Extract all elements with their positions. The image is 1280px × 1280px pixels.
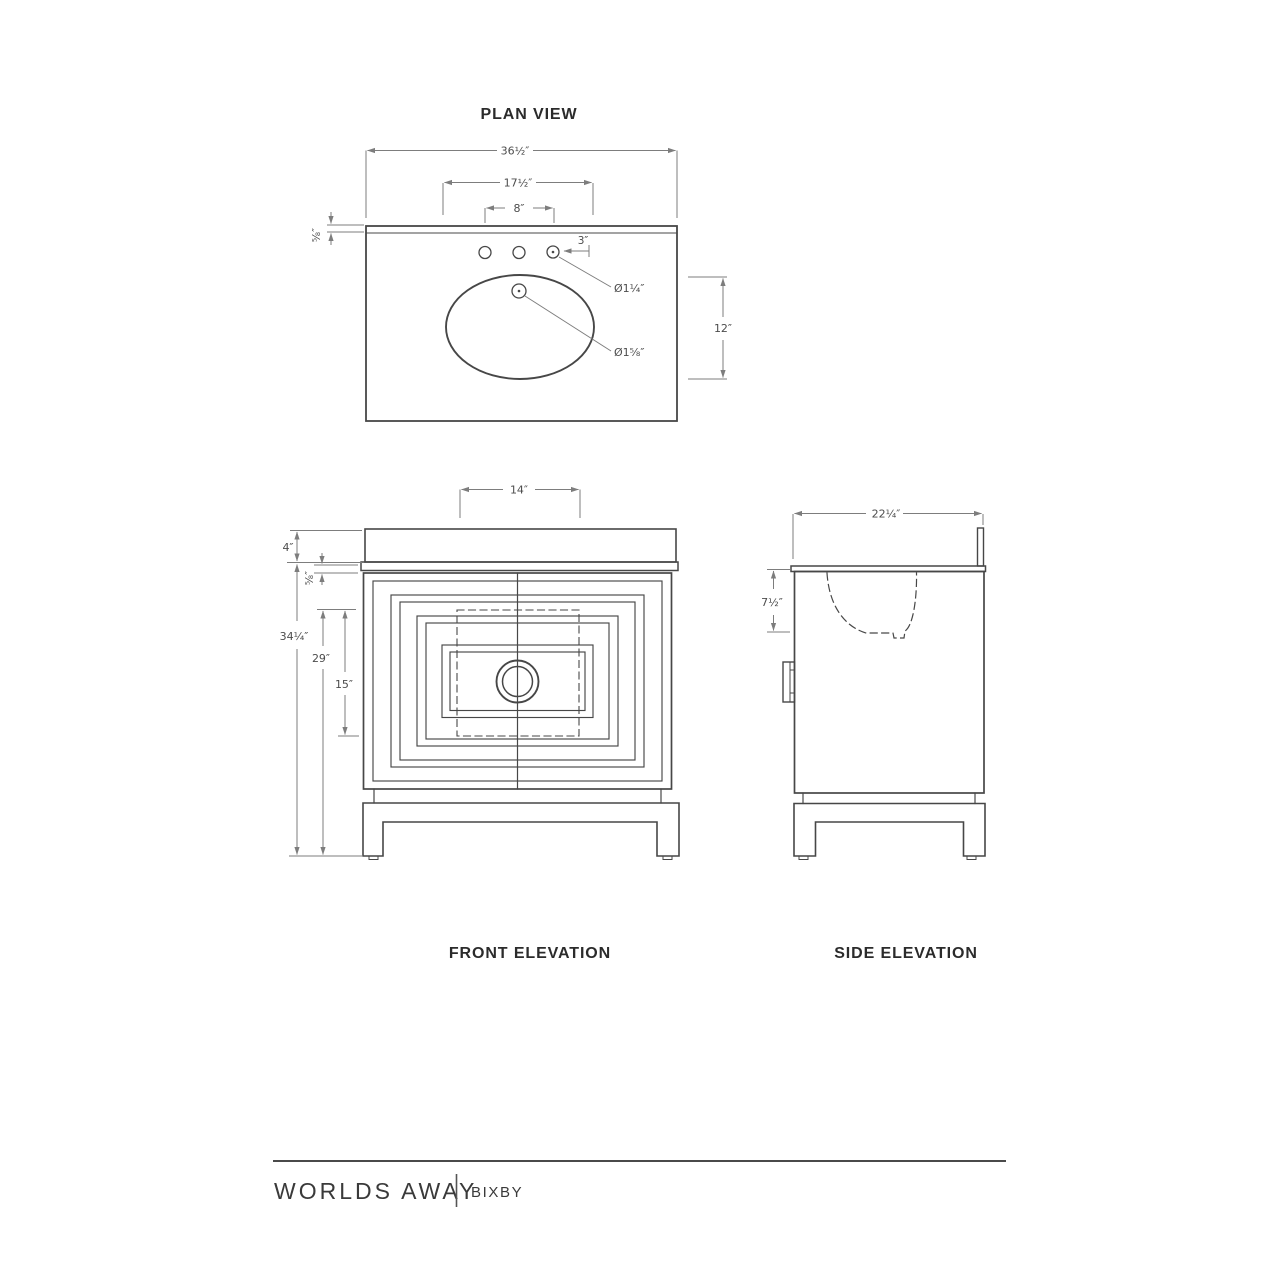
dimension-label: 34¼″	[280, 630, 309, 643]
product-name: BIXBY	[471, 1184, 523, 1201]
knob-side-outer	[782, 661, 796, 703]
hidden-sink-bowl	[826, 572, 918, 639]
base-frame	[362, 802, 680, 857]
drain-hole-center-dot	[517, 289, 521, 293]
dim-faucet-centers-span: 17½″	[442, 177, 594, 215]
dimension-label: Ø1¼″	[614, 282, 644, 295]
front-elevation-title: FRONT ELEVATION	[449, 945, 611, 962]
dimension-label: 4″	[282, 541, 293, 554]
leg-foot	[662, 855, 673, 860]
title-block: WORLDS AWAY BIXBY	[273, 1160, 1006, 1207]
side-backsplash-profile	[976, 527, 985, 567]
base-frame	[793, 802, 986, 857]
dim-overall-depth: 22¼″	[792, 508, 984, 559]
dimension-label: 7½″	[761, 596, 783, 609]
side-elevation: SIDE ELEVATION 22¼″ 7½″	[761, 508, 987, 962]
front-backsplash	[364, 528, 677, 563]
dimension-label: 29″	[312, 652, 330, 665]
dim-cutout-width: 14″	[459, 484, 581, 518]
dim-backsplash-thickness: ⅝″	[311, 212, 364, 245]
dim-panel-height: 15″	[335, 610, 359, 737]
leader-line	[558, 256, 612, 288]
dimension-label: 36½″	[501, 145, 530, 158]
faucet-hole-left	[478, 245, 492, 260]
door-knob-outer	[495, 659, 540, 704]
drain-hole	[511, 283, 527, 299]
leader-line	[524, 295, 612, 352]
faucet-hole-right-center-dot	[551, 250, 555, 254]
dim-cabinet-height: 29″	[312, 609, 356, 855]
dimension-label: ⅝″	[311, 228, 323, 242]
leader-faucet-hole-dia: Ø1¼″	[558, 256, 644, 295]
faucet-hole-center	[512, 245, 526, 260]
dimension-label: 12″	[714, 322, 732, 335]
dim-overall-width: 36½″	[365, 145, 678, 218]
sink-basin-ellipse	[445, 274, 595, 380]
dim-outer-holes-span: 8″	[484, 202, 555, 223]
dim-counter-thickness: ⅝″	[304, 553, 358, 585]
knob-side-profile	[782, 661, 796, 703]
dimension-label: Ø1⅝″	[614, 346, 644, 359]
brand-name: WORLDS AWAY	[274, 1178, 477, 1204]
plan-view-title: PLAN VIEW	[481, 106, 578, 123]
side-elevation-title: SIDE ELEVATION	[834, 945, 978, 962]
side-cabinet-body	[793, 570, 985, 794]
dim-overall-height: 34¼″	[280, 564, 363, 857]
front-elevation: FRONT ELEVATION 14″	[280, 484, 680, 962]
front-countertop	[360, 561, 679, 572]
dimension-label: 17½″	[504, 177, 533, 190]
dimension-label: 14″	[510, 484, 528, 497]
dimension-label: 15″	[335, 678, 353, 691]
leg-foot	[368, 855, 379, 860]
faucet-hole-right	[546, 245, 560, 259]
dimension-label: 3″	[578, 235, 589, 247]
dimension-label: 8″	[513, 202, 524, 215]
dim-front-to-drain: 12″	[688, 276, 732, 380]
leader-drain-hole-dia: Ø1⅝″	[524, 295, 644, 359]
dim-bowl-depth: 7½″	[761, 569, 790, 633]
leg-foot	[966, 855, 977, 860]
dimension-label: 22¼″	[872, 508, 901, 521]
plan-view: PLAN VIEW 36½″ 17½″	[311, 106, 732, 422]
plan-countertop-outline	[365, 225, 678, 422]
door-knob-inner	[501, 665, 534, 698]
dimension-label: ⅝″	[304, 571, 316, 585]
leg-foot	[798, 855, 809, 860]
dim-hole-offset: 3″	[563, 235, 590, 257]
